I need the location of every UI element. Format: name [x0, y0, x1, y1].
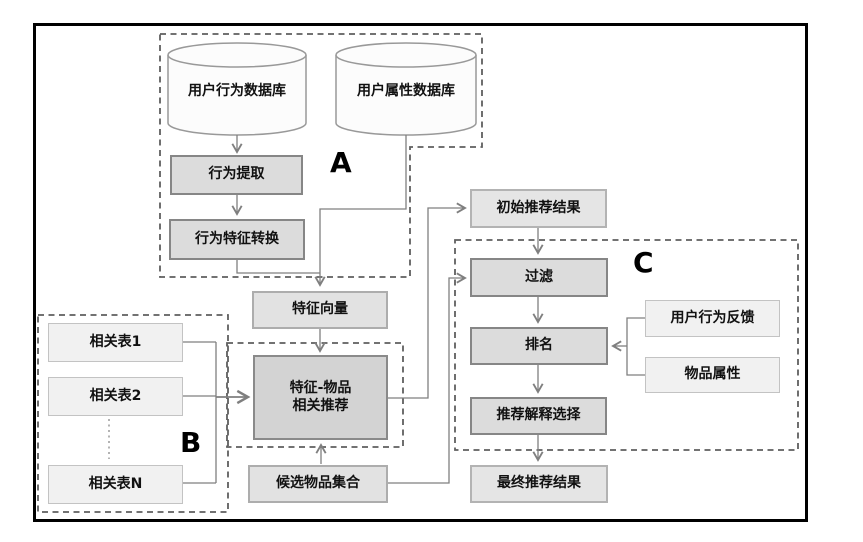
node-explanation-select: 推荐解释选择 — [470, 397, 607, 435]
wire-transform-to-join — [236, 260, 320, 274]
group-b-label: B — [180, 426, 202, 459]
wire-engine-to-initial-result — [388, 202, 467, 399]
group-a-label: A — [330, 146, 352, 179]
node-related-table-2: 相关表2 — [48, 377, 183, 416]
node-feature-vector: 特征向量 — [252, 291, 388, 329]
attribute-database-cylinder — [335, 42, 477, 136]
node-behavior-feature-transform: 行为特征转换 — [169, 219, 305, 260]
group-b-outline — [37, 314, 229, 513]
wire-candidate-to-filter — [388, 272, 467, 484]
group-c-outline — [454, 239, 799, 451]
node-ranking: 排名 — [470, 327, 608, 365]
node-behavior-extract: 行为提取 — [170, 155, 303, 195]
node-user-behavior-feedback: 用户行为反馈 — [645, 300, 780, 337]
group-a-outline — [159, 33, 483, 278]
wire-feedback-elbow — [626, 317, 645, 346]
node-candidate-item-set: 候选物品集合 — [248, 465, 388, 503]
node-related-table-n: 相关表N — [48, 465, 183, 504]
group-c-label: C — [633, 246, 654, 279]
feature-item-line2: 相关推荐 — [292, 397, 349, 414]
wire-db2-to-feature-vector — [314, 135, 407, 287]
node-related-table-1: 相关表1 — [48, 323, 183, 362]
feature-item-line1: 特征-物品 — [289, 380, 352, 396]
node-item-attribute: 物品属性 — [645, 357, 780, 393]
node-final-result: 最终推荐结果 — [470, 465, 608, 503]
attribute-database-label: 用户属性数据库 — [357, 83, 455, 99]
node-initial-result: 初始推荐结果 — [470, 189, 607, 228]
wire-item-attr-elbow — [626, 346, 645, 376]
behavior-database-label: 用户行为数据库 — [188, 83, 286, 99]
node-feature-item-recommend: 特征-物品 相关推荐 — [253, 355, 388, 440]
node-filter: 过滤 — [470, 258, 608, 297]
